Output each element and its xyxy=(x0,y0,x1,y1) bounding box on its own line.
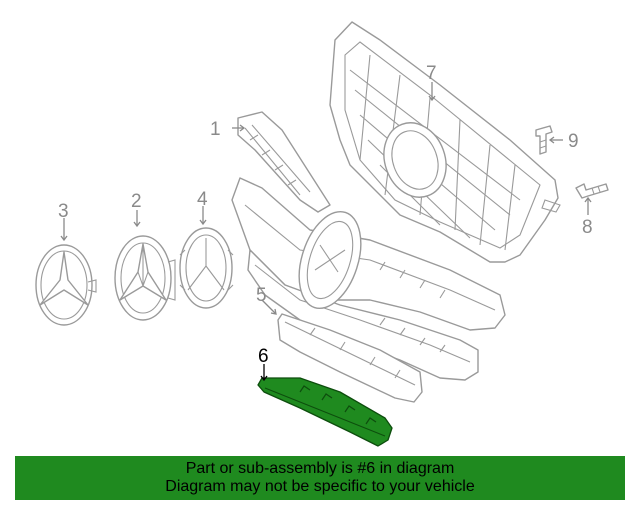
part-3-star-emblem[interactable] xyxy=(35,244,97,326)
parts-diagram: 1 2 3 4 5 6 7 8 9 xyxy=(35,21,609,447)
part-1-upper-louvers[interactable] xyxy=(237,111,331,213)
callout-6: 6 xyxy=(258,346,269,367)
part-4-emblem-holder[interactable] xyxy=(179,227,234,309)
callout-4: 4 xyxy=(197,189,208,210)
part-1-grille-louvers[interactable] xyxy=(231,177,506,381)
callout-1: 1 xyxy=(210,119,221,140)
callout-8: 8 xyxy=(582,217,593,238)
part-8-screw[interactable] xyxy=(575,183,609,199)
callout-7: 7 xyxy=(426,63,437,84)
leader-lines xyxy=(60,82,592,382)
part-6-lower-insert[interactable] xyxy=(257,377,393,447)
part-7-mesh-grille[interactable] xyxy=(329,21,561,263)
callout-2: 2 xyxy=(131,191,142,212)
part-5-lower-trim[interactable] xyxy=(277,313,423,403)
banner-line-1: Part or sub-assembly is #6 in diagram xyxy=(185,460,455,477)
part-9-push-clip[interactable] xyxy=(535,125,553,155)
callout-9: 9 xyxy=(568,131,579,152)
callout-5: 5 xyxy=(256,285,267,306)
part-2-star-emblem-3d[interactable] xyxy=(114,235,176,321)
info-banner: Part or sub-assembly is #6 in diagram Di… xyxy=(15,456,625,500)
callout-3: 3 xyxy=(58,201,69,222)
banner-line-2: Diagram may not be specific to your vehi… xyxy=(165,478,475,495)
